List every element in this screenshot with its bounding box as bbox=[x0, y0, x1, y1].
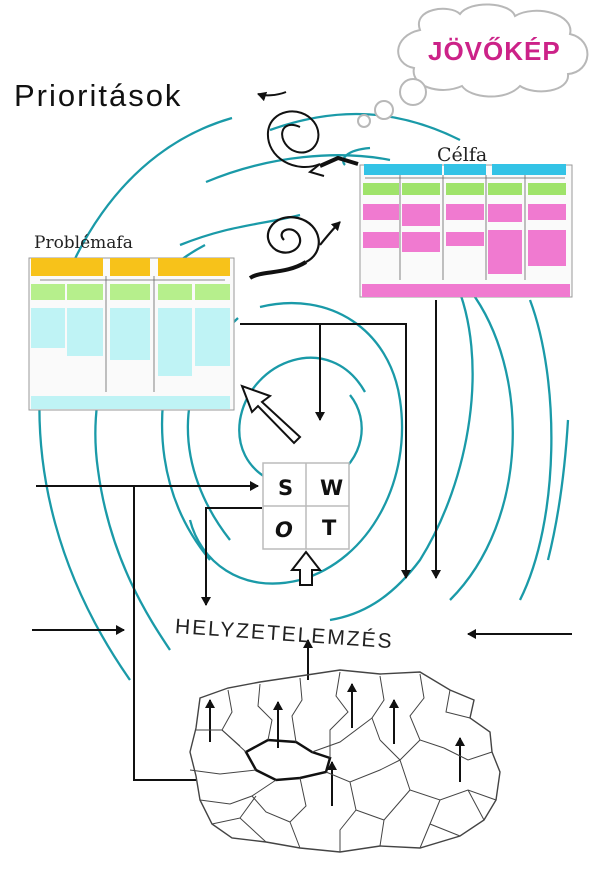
spiral-arc-right-3 bbox=[518, 299, 553, 601]
problem-cyan-3 bbox=[110, 308, 150, 360]
problem-header-1 bbox=[31, 258, 103, 276]
cloud-bubble-1 bbox=[399, 78, 427, 106]
thought-cloud bbox=[357, 3, 589, 128]
spiral-arc-small-top bbox=[342, 146, 371, 166]
goal-tree bbox=[359, 164, 573, 298]
problem-green-3 bbox=[110, 284, 150, 300]
goal-pink-8 bbox=[446, 232, 484, 246]
spiral-arc-top-2 bbox=[269, 112, 461, 142]
goal-header-3 bbox=[492, 164, 566, 175]
spiral-arc-top-1 bbox=[205, 154, 391, 184]
goal-pink-1 bbox=[363, 204, 399, 220]
swot-to-problem-arrow bbox=[240, 384, 302, 445]
problem-green-1 bbox=[31, 284, 65, 300]
spiral-arc-inner-loop bbox=[238, 356, 367, 488]
problem-cyan-4 bbox=[158, 308, 192, 376]
goal-pink-6 bbox=[363, 232, 399, 248]
problem-green-5 bbox=[195, 284, 230, 300]
goal-green-1 bbox=[363, 183, 399, 195]
arrow-celfa-down-2 bbox=[240, 323, 411, 579]
swirl-middle bbox=[248, 216, 341, 280]
problem-green-4 bbox=[158, 284, 192, 300]
map-outline bbox=[189, 669, 501, 853]
goal-header-2 bbox=[444, 164, 486, 175]
vision-label: JÖVŐKÉP bbox=[428, 36, 561, 66]
goal-green-2 bbox=[402, 183, 440, 195]
goal-pink-2 bbox=[402, 204, 440, 226]
goal-pink-3 bbox=[446, 204, 484, 220]
problem-tree bbox=[28, 257, 235, 411]
goal-pink-10 bbox=[528, 230, 566, 266]
problem-cyan-5 bbox=[195, 308, 230, 366]
swirl-top bbox=[257, 91, 325, 177]
goal-pink-4 bbox=[488, 204, 522, 222]
spiral-arc-right-1 bbox=[329, 279, 474, 622]
swirl-tail bbox=[319, 155, 359, 168]
cloud-bubble-2 bbox=[374, 100, 394, 120]
swot-grid bbox=[262, 462, 350, 550]
analysis-to-swot-arrow bbox=[289, 550, 323, 586]
priorities-title: Prioritások bbox=[14, 78, 183, 113]
goal-pink-5 bbox=[528, 204, 566, 220]
problem-header-3 bbox=[158, 258, 230, 276]
problem-header-2 bbox=[110, 258, 150, 276]
problem-green-2 bbox=[67, 284, 103, 300]
feedback-line-left bbox=[133, 486, 196, 781]
problem-tree-label: Problémafa bbox=[34, 233, 133, 253]
goal-green-4 bbox=[488, 183, 522, 195]
goal-green-3 bbox=[446, 183, 484, 195]
problem-cyan-bottom bbox=[31, 396, 230, 409]
goal-pink-bottom bbox=[362, 284, 570, 297]
flow-arrows bbox=[32, 300, 572, 806]
cloud-bubble-3 bbox=[357, 114, 371, 128]
goal-header-1 bbox=[364, 164, 442, 175]
problem-cyan-1 bbox=[31, 308, 65, 348]
goal-pink-9 bbox=[488, 230, 522, 274]
goal-tree-label: Célfa bbox=[437, 144, 488, 166]
goal-pink-7 bbox=[402, 232, 440, 252]
spiral-arc-right-2 bbox=[449, 289, 514, 601]
arrow-swot-left-down bbox=[201, 507, 262, 606]
problem-cyan-2 bbox=[67, 308, 103, 356]
swot-opportunities: O bbox=[275, 518, 293, 542]
map-highlight-region bbox=[244, 738, 332, 782]
spiral-arc-right-4 bbox=[546, 419, 570, 561]
spiral-arc-mid bbox=[188, 302, 404, 585]
swot-weaknesses: W bbox=[320, 476, 344, 500]
swot-threats: T bbox=[322, 516, 337, 540]
swot-strengths: S bbox=[278, 476, 294, 500]
region-map bbox=[189, 669, 501, 853]
goal-green-5 bbox=[528, 183, 566, 195]
